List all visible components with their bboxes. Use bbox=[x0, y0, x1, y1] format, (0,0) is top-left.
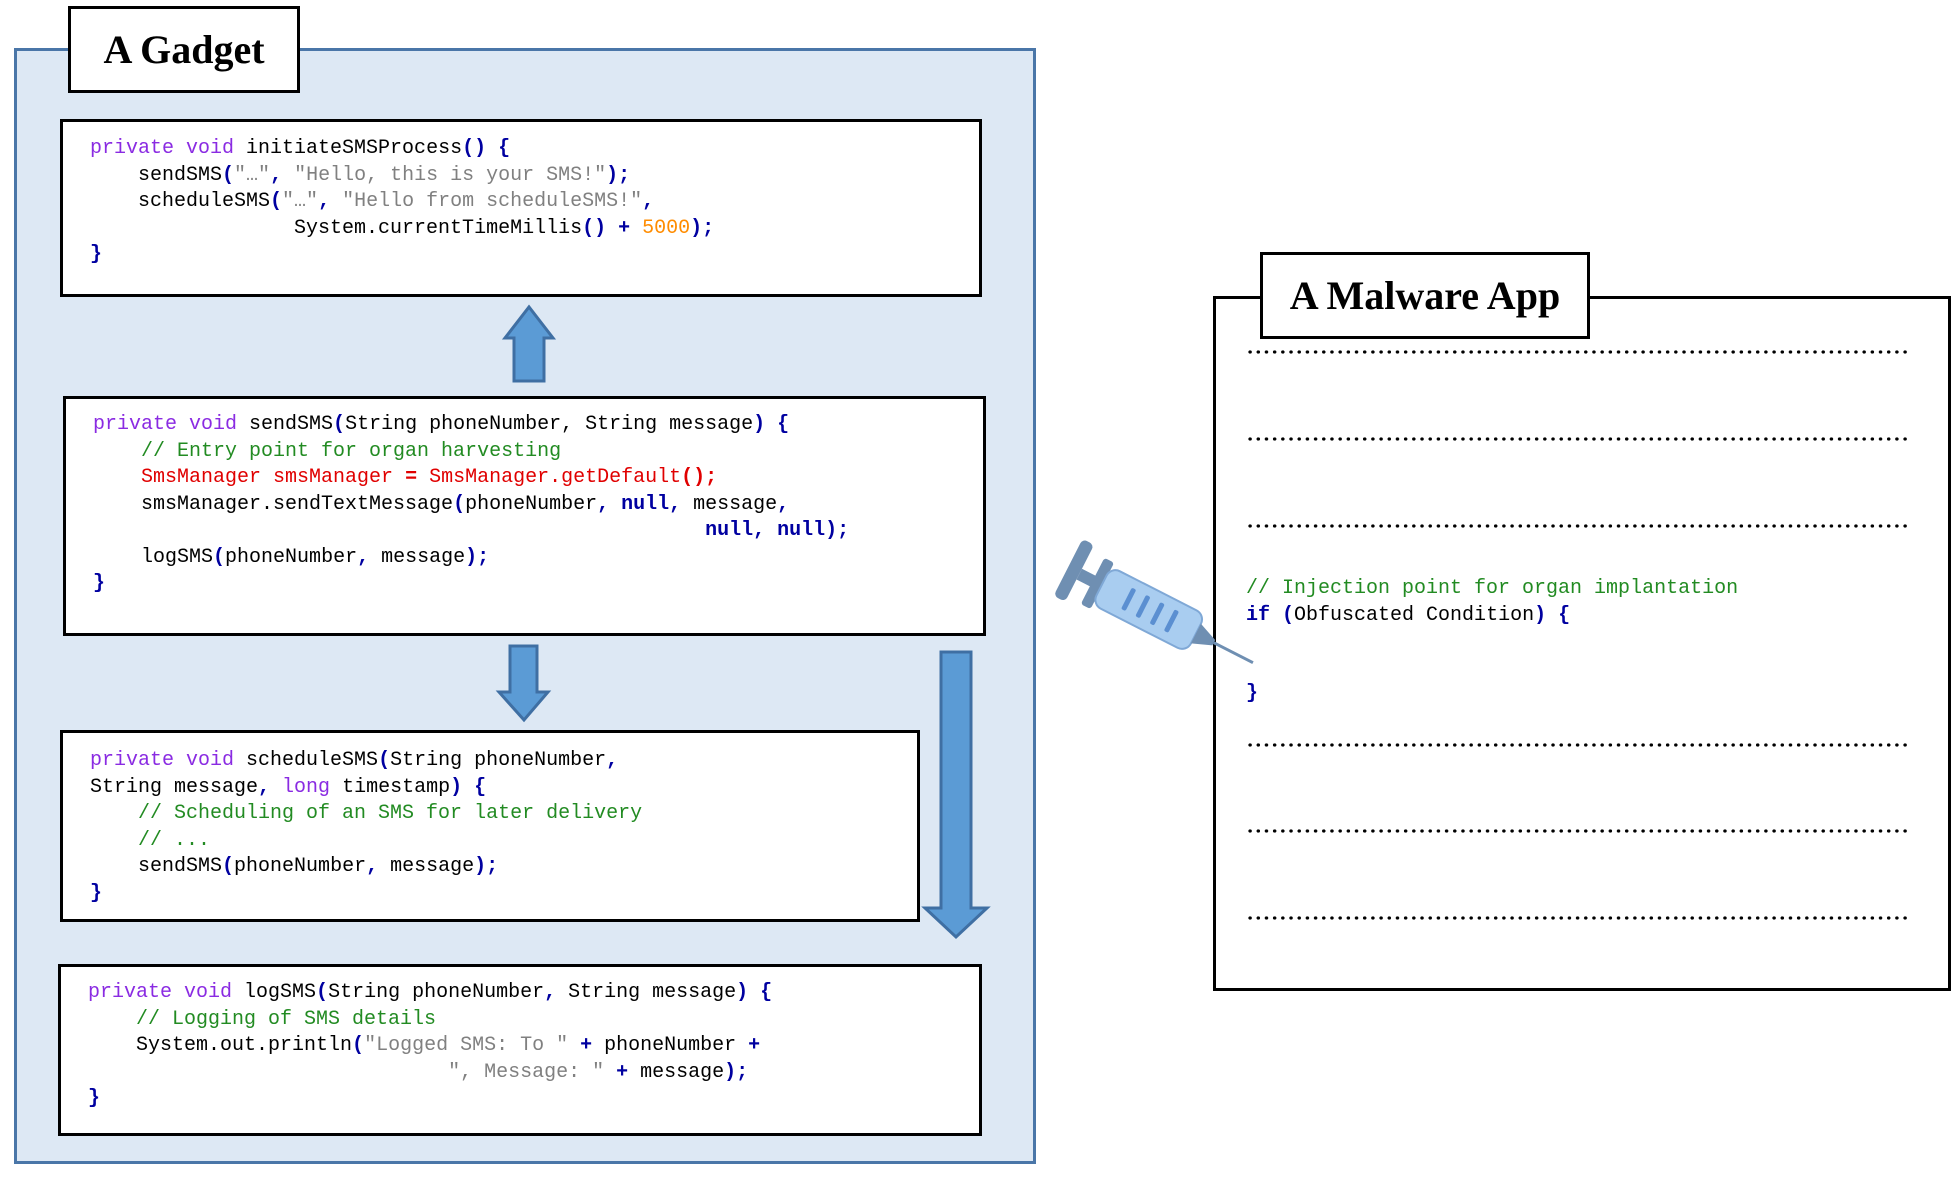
arrow-up bbox=[501, 304, 557, 383]
gadget-title: A Gadget bbox=[68, 6, 300, 93]
code-block-schedule-sms: private void scheduleSMS(String phoneNum… bbox=[60, 730, 920, 922]
arrow-down bbox=[495, 644, 552, 723]
code-comment: // ... bbox=[90, 828, 211, 852]
malware-code: // Injection point for organ implantatio… bbox=[1246, 576, 1738, 629]
elided-code-dots bbox=[1246, 916, 1908, 920]
code-line: private void scheduleSMS(String phoneNum… bbox=[90, 749, 619, 772]
code-line: private void logSMS(String phoneNumber, … bbox=[88, 981, 773, 1004]
malware-app-title: A Malware App bbox=[1260, 252, 1590, 339]
code-line: sendSMS(phoneNumber, message); bbox=[90, 855, 499, 878]
code-line: } bbox=[93, 572, 106, 595]
code-line-highlighted: SmsManager smsManager = SmsManager.getDe… bbox=[93, 466, 718, 489]
code-line: null, null); bbox=[705, 519, 850, 542]
code-line: smsManager.sendTextMessage(phoneNumber, … bbox=[93, 492, 790, 516]
code-line: sendSMS("…", "Hello, this is your SMS!")… bbox=[90, 163, 631, 187]
code-line: } bbox=[90, 881, 103, 905]
elided-code-dots bbox=[1246, 524, 1908, 528]
code-line: } bbox=[1246, 682, 1259, 705]
code-line: System.out.println("Logged SMS: To " + p… bbox=[88, 1034, 761, 1057]
code-line: String message, long timestamp) { bbox=[90, 775, 487, 799]
code-line: scheduleSMS("…", "Hello from scheduleSMS… bbox=[90, 190, 655, 213]
code-line: } bbox=[90, 243, 103, 266]
elided-code-dots bbox=[1246, 350, 1908, 354]
code-block-log-sms: private void logSMS(String phoneNumber, … bbox=[58, 964, 982, 1136]
code-line: private void sendSMS(String phoneNumber,… bbox=[93, 413, 790, 436]
code-line: } bbox=[88, 1087, 101, 1110]
arrow-down-long bbox=[921, 650, 991, 940]
code-line: ", Message: " + message); bbox=[448, 1060, 749, 1084]
code-line: System.currentTimeMillis() + 5000); bbox=[90, 216, 715, 240]
syringe-icon bbox=[1055, 540, 1254, 664]
code-block-send-sms: private void sendSMS(String phoneNumber,… bbox=[63, 396, 986, 636]
code-line: private void initiateSMSProcess() { bbox=[90, 137, 511, 160]
elided-code-dots bbox=[1246, 437, 1908, 441]
code-block-initiate-sms-process: private void initiateSMSProcess() { send… bbox=[60, 119, 982, 297]
injection-comment: // Injection point for organ implantatio… bbox=[1246, 577, 1739, 600]
code-line: logSMS(phoneNumber, message); bbox=[93, 545, 490, 569]
elided-code-dots bbox=[1246, 829, 1908, 833]
elided-code-dots bbox=[1246, 743, 1908, 747]
code-line: if (Obfuscated Condition) { bbox=[1246, 603, 1571, 627]
code-comment: // Scheduling of an SMS for later delive… bbox=[90, 802, 643, 825]
code-comment: // Logging of SMS details bbox=[88, 1007, 437, 1031]
code-comment: // Entry point for organ harvesting bbox=[93, 439, 562, 463]
